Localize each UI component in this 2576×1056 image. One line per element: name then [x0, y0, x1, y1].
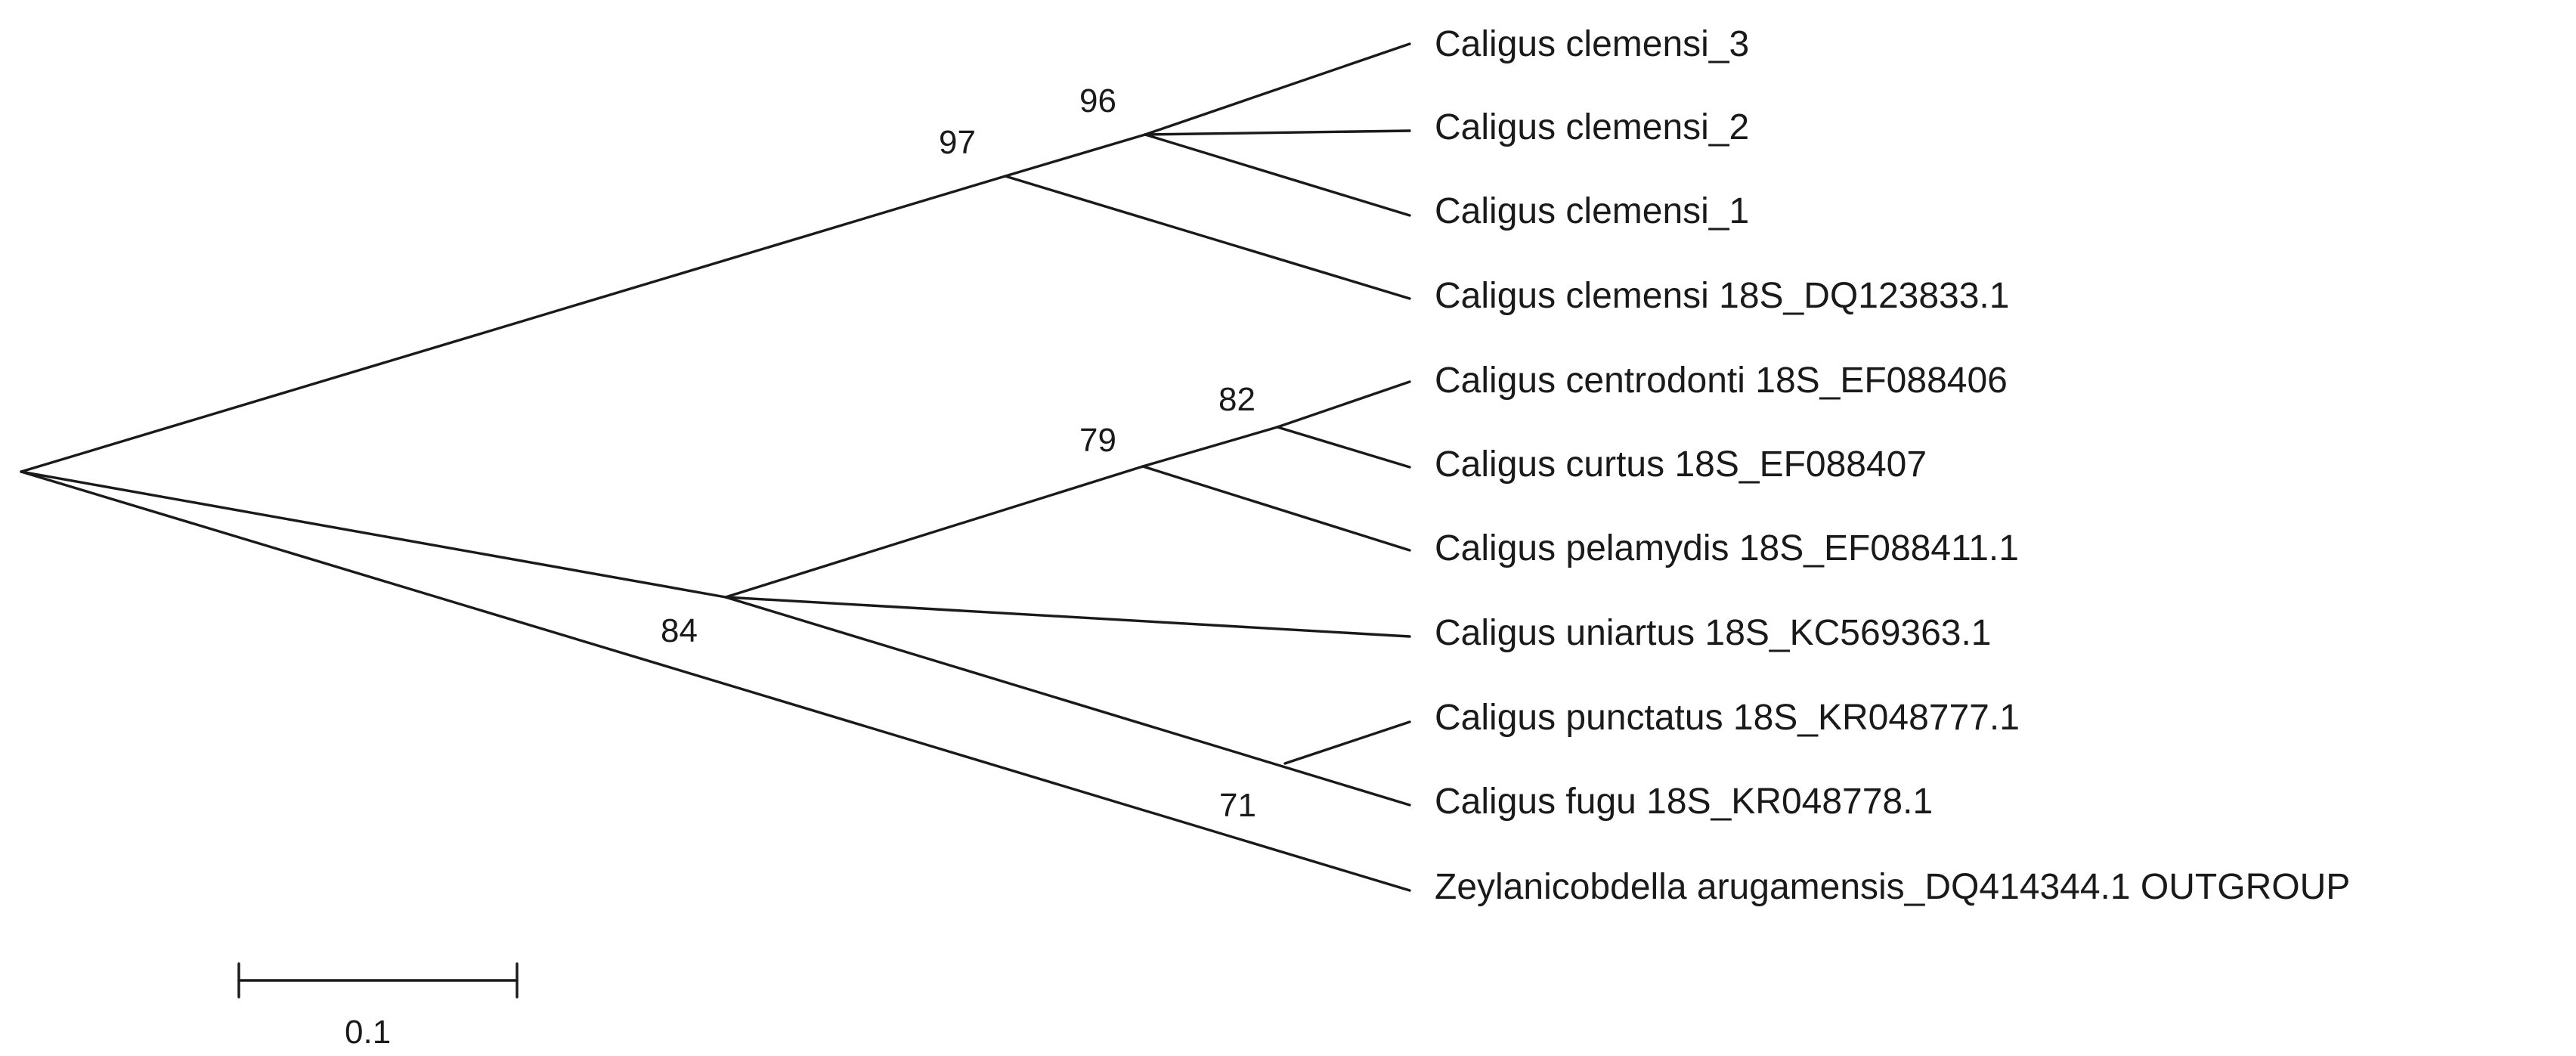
support-value-97: 97: [939, 124, 976, 161]
leaf-label-centrodonti: Caligus centrodonti 18S_EF088406: [1435, 361, 2008, 401]
branch-centrodonti-curtus: [1141, 426, 1279, 468]
branch-curtus: [1276, 426, 1411, 469]
leaf-label-clemensi-18s: Caligus clemensi 18S_DQ123833.1: [1435, 276, 2009, 316]
branch-clemensi-18s: [1004, 175, 1411, 300]
scale-bar: 0.1: [237, 962, 519, 1051]
branch-clemensi-3: [1144, 42, 1411, 136]
leaf-label-pelamydis: Caligus pelamydis 18S_EF088411.1: [1435, 528, 2019, 568]
support-value-79: 79: [1079, 422, 1116, 459]
leaf-label-punctatus: Caligus punctatus 18S_KR048777.1: [1435, 698, 2020, 738]
leaf-label-curtus: Caligus curtus 18S_EF088407: [1435, 444, 1927, 485]
branch-clemensi-1: [1144, 133, 1411, 217]
branch-root-outgroup: [20, 470, 1411, 892]
branch-centrodonti: [1276, 380, 1411, 429]
branch-root-clemensi-clade: [20, 175, 1007, 473]
leaf-label-outgroup: Zeylanicobdella arugamensis_DQ414344.1 O…: [1435, 867, 2350, 907]
leaf-label-clemensi-3: Caligus clemensi_3: [1435, 24, 1749, 64]
leaf-label-clemensi-1: Caligus clemensi_1: [1435, 191, 1749, 231]
branch-clemensi-2: [1144, 129, 1411, 136]
branch-pelamydis: [1141, 465, 1411, 552]
support-value-84: 84: [661, 612, 698, 649]
branch-centrodonti-group: [724, 465, 1144, 599]
leaf-label-uniartus: Caligus uniartus 18S_KC569363.1: [1435, 613, 1992, 653]
branch-punctatus-fugu: [724, 596, 1411, 807]
branch-punctatus: [1283, 720, 1411, 765]
support-value-71: 71: [1219, 787, 1256, 824]
branch-clemensi-subclade: [1004, 133, 1147, 178]
scale-bar-label: 0.1: [345, 1014, 391, 1051]
support-value-82: 82: [1218, 381, 1255, 418]
leaf-label-fugu: Caligus fugu 18S_KR048778.1: [1435, 782, 1933, 822]
branch-root-ingroup: [20, 470, 727, 599]
support-value-96: 96: [1079, 82, 1116, 119]
leaf-label-clemensi-2: Caligus clemensi_2: [1435, 107, 1749, 147]
branch-uniartus: [724, 596, 1411, 638]
